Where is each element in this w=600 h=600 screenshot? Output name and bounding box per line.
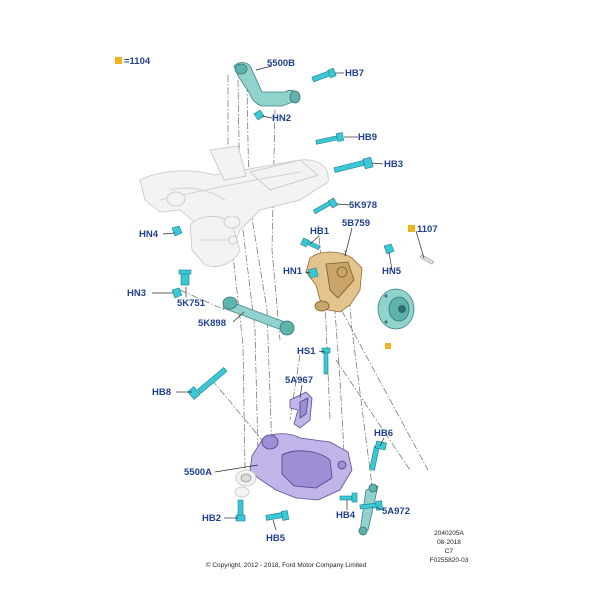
bolt-icon <box>307 267 319 279</box>
knuckle <box>305 251 363 313</box>
bolt-icon <box>312 197 339 215</box>
lower-arm <box>234 433 353 501</box>
callout-5a967: 5A967 <box>285 375 313 386</box>
hub-marker-square-icon <box>385 343 391 349</box>
bolt-icon <box>333 156 374 173</box>
callout-5b759: 5B759 <box>342 218 370 229</box>
legend-square-icon <box>115 57 122 64</box>
callout-5k978: 5K978 <box>349 200 377 211</box>
drawing-code-line: 08-2018 <box>437 539 461 546</box>
bolt-icon <box>178 269 192 286</box>
bolt-icon <box>171 225 183 237</box>
bolt-icon <box>311 67 337 83</box>
bolt-icon <box>187 367 228 400</box>
drawing-code-line: C7 <box>445 548 454 555</box>
bolt-icon <box>315 132 345 145</box>
callout-hb5: HB5 <box>266 533 286 544</box>
bolt-icon <box>339 492 358 503</box>
bolt-icon <box>383 243 395 255</box>
legend-bolt-group-text: 1107 <box>417 224 438 235</box>
callout-hn5: HN5 <box>382 266 402 277</box>
bolt-icon <box>359 500 383 511</box>
rear-subframe <box>139 145 329 267</box>
callout-hb3: HB3 <box>384 159 403 170</box>
bolt-icon <box>300 237 321 251</box>
callout-5k751: 5K751 <box>177 298 206 309</box>
wheel-hub <box>377 288 415 349</box>
lateral-link <box>358 483 379 536</box>
leader-lines <box>152 65 425 531</box>
callout-hn3: HN3 <box>127 288 146 299</box>
bracket <box>289 391 313 429</box>
toe-link <box>222 296 295 336</box>
callout-hb7: HB7 <box>345 68 364 79</box>
callout-hb9: HB9 <box>358 132 377 143</box>
callout-hb2: HB2 <box>202 513 221 524</box>
callout-5k898: 5K898 <box>198 318 226 329</box>
callout-hb8: HB8 <box>152 387 171 398</box>
bolt-icon <box>369 440 387 471</box>
bolt-icon <box>419 254 434 265</box>
callout-hn2: HN2 <box>272 113 291 124</box>
fasteners <box>171 67 434 522</box>
callout-hb4: HB4 <box>336 510 356 521</box>
legend-square-icon <box>408 225 415 232</box>
callout-hs1: HS1 <box>297 346 316 357</box>
upper-arm <box>233 62 301 107</box>
callout-hb1: HB1 <box>310 226 330 237</box>
legend-top: =1104 <box>115 56 151 67</box>
callouts: 5500B HB7 HN2 HB9 HB3 5K978 HN4 HB1 5B75… <box>127 58 438 544</box>
bolt-icon <box>171 287 183 299</box>
legend-top-text: =1104 <box>124 56 151 67</box>
copyright-notice: © Copyright, 2012 - 2018, Ford Motor Com… <box>206 561 367 569</box>
callout-5500B: 5500B <box>267 58 295 69</box>
callout-hn1: HN1 <box>283 266 303 277</box>
bolt-icon <box>321 347 331 375</box>
bolt-icon <box>265 510 290 521</box>
bolt-icon <box>253 109 265 121</box>
drawing-code-line: F0255820-03 <box>430 557 469 564</box>
legend-bolt-group: 1107 <box>408 224 438 235</box>
callout-hb6: HB6 <box>374 428 393 439</box>
callout-5500A: 5500A <box>184 467 212 478</box>
callout-hn4: HN4 <box>139 229 159 240</box>
drawing-code-block: 2040205A 08-2018 C7 F0255820-03 <box>430 530 469 564</box>
drawing-code-line: 2040205A <box>434 530 464 537</box>
callout-5a972: 5A972 <box>382 506 410 517</box>
